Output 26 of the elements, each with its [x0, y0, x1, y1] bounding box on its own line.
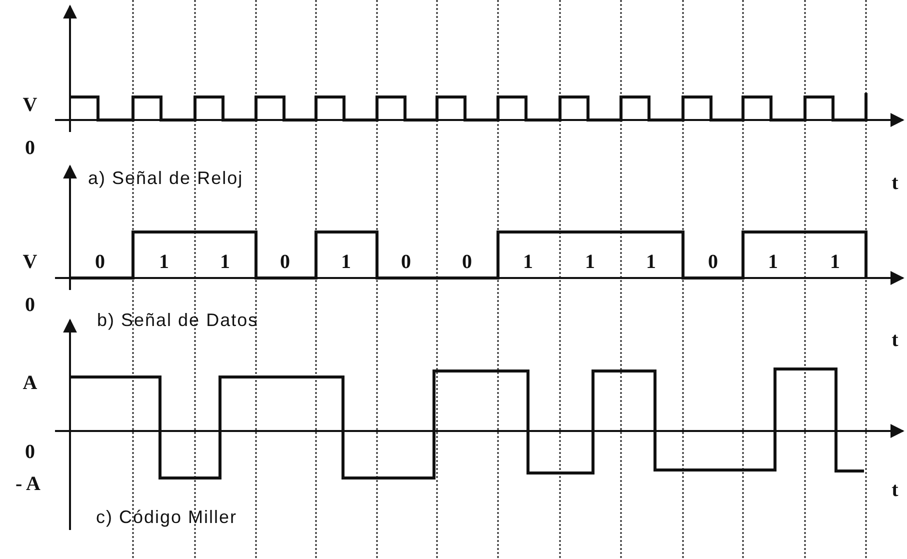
signal-caption: b) Señal de Datos	[97, 311, 258, 329]
axis-label: 0	[25, 442, 35, 462]
axis-label: 0	[25, 295, 35, 315]
axis-label: V	[22, 252, 38, 272]
bit-value: 1	[768, 252, 778, 272]
bit-value: 0	[708, 252, 718, 272]
bit-value: 1	[220, 252, 230, 272]
axis-label: - A	[16, 474, 40, 494]
axis-label: t	[892, 480, 898, 500]
axis-label: t	[892, 173, 898, 193]
bit-value: 1	[159, 252, 169, 272]
signal-caption: c) Código Miller	[96, 508, 238, 526]
bit-value: 0	[95, 252, 105, 272]
bit-value: 1	[585, 252, 595, 272]
bit-value: 1	[523, 252, 533, 272]
bit-value: 1	[646, 252, 656, 272]
bit-value: 1	[341, 252, 351, 272]
axis-label: t	[892, 330, 898, 350]
signal-caption: a) Señal de Reloj	[88, 169, 244, 187]
axis-label: V	[22, 95, 38, 115]
axis-label: A	[22, 373, 38, 393]
bit-value: 0	[462, 252, 472, 272]
axis-label: 0	[25, 138, 35, 158]
bit-value: 0	[401, 252, 411, 272]
bit-value: 1	[830, 252, 840, 272]
bit-value: 0	[280, 252, 290, 272]
